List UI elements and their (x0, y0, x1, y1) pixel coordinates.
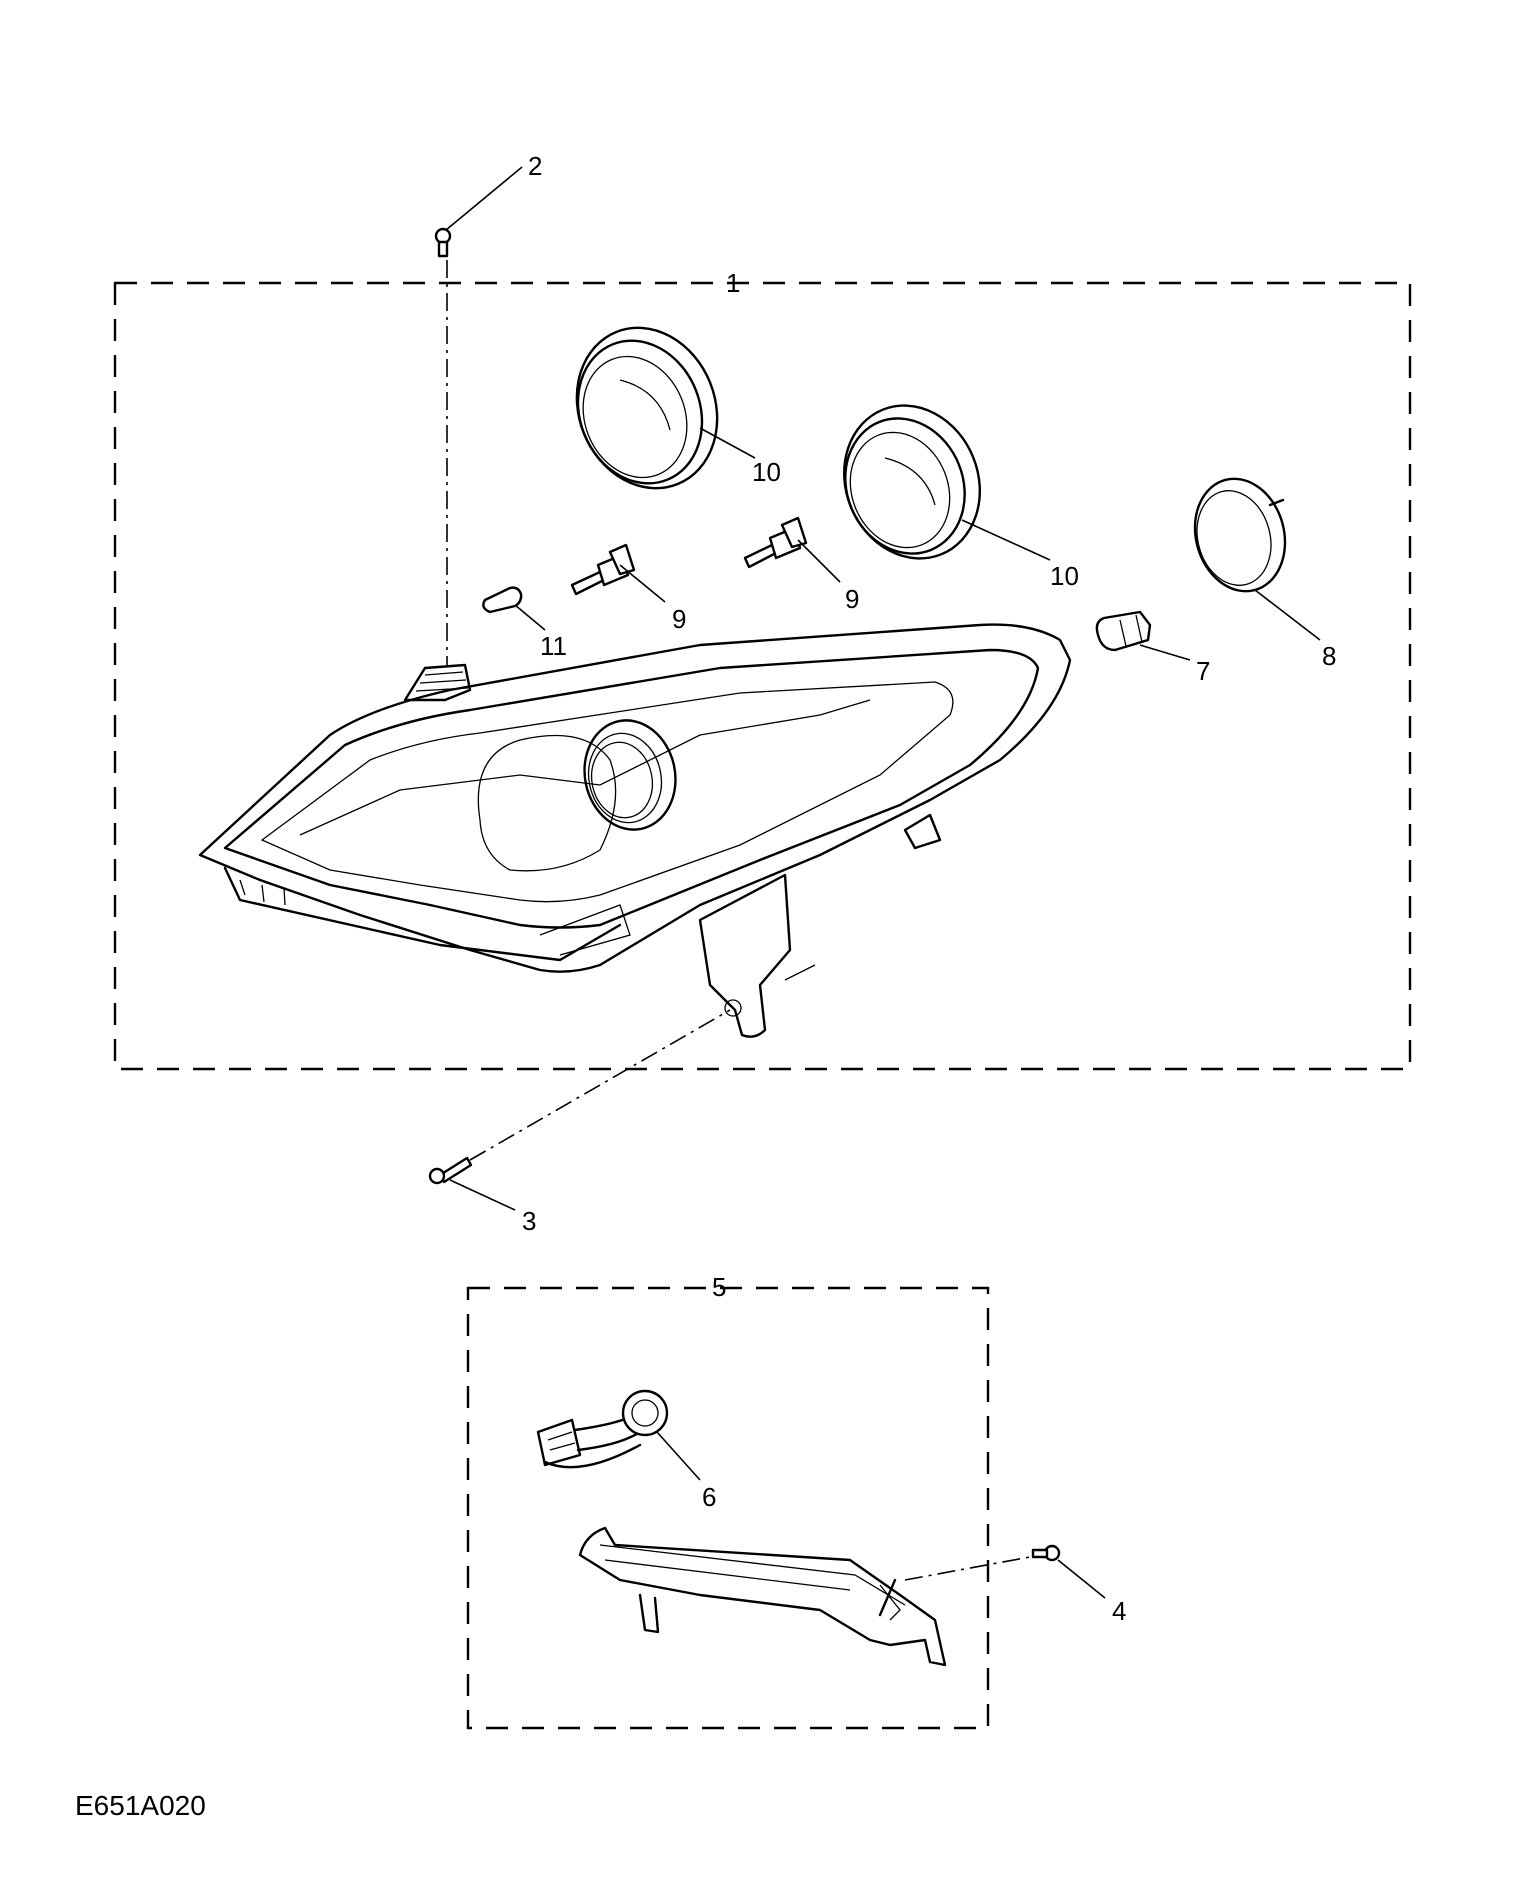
bulb-item-11 (482, 586, 523, 614)
bulb-item-7 (1095, 610, 1152, 652)
callout-10a: 10 (752, 457, 781, 487)
bulb-item-9a (570, 543, 636, 596)
bolt-item-3 (428, 1009, 731, 1185)
bulb-item-9b (743, 516, 808, 569)
screw-item-4 (904, 1544, 1061, 1581)
callout-9b: 9 (845, 584, 859, 614)
side-lamp-ring-item-8 (1193, 477, 1287, 593)
callout-4: 4 (1112, 1596, 1126, 1626)
headlamp-housing (198, 623, 1072, 1038)
fog-lamp-housing (578, 1526, 947, 1667)
callout-9a: 9 (672, 604, 686, 634)
callout-1: 1 (726, 268, 740, 298)
bezel-ring-item-10a (575, 326, 719, 490)
harness-item-6 (536, 1389, 669, 1469)
fog-lamp-assembly-boundary (466, 1286, 990, 1730)
screw-item-2 (434, 227, 452, 665)
callout-7: 7 (1196, 656, 1210, 686)
callout-3: 3 (522, 1206, 536, 1236)
bezel-ring-item-10b (842, 404, 982, 560)
figure-code: E651A020 (75, 1790, 206, 1821)
callout-6: 6 (702, 1482, 716, 1512)
callout-2: 2 (528, 151, 542, 181)
callout-8: 8 (1322, 641, 1336, 671)
callout-5: 5 (712, 1272, 726, 1302)
leader-lines (445, 166, 1321, 1599)
callout-11: 11 (540, 631, 567, 661)
callout-10b: 10 (1050, 561, 1079, 591)
